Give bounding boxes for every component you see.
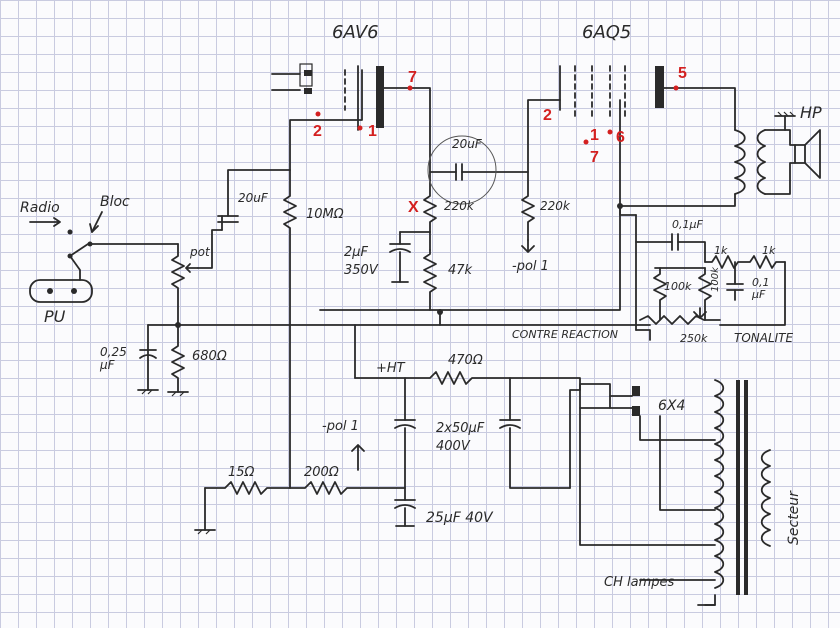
pu-socket xyxy=(29,279,93,303)
label-r-100k: 100k xyxy=(664,280,692,293)
power-transformer-primary xyxy=(760,449,771,547)
pin-6aq5-cathode-a: 1 xyxy=(590,127,599,144)
label-pu: PU xyxy=(44,307,66,326)
label-c-20uf-couple: 20uF xyxy=(452,137,483,151)
pin-6aq5-plate: 5 xyxy=(678,65,687,82)
pin-markers: 2 1 7 2 1 7 6 5 X xyxy=(313,65,687,216)
label-bloc: Bloc xyxy=(100,194,130,210)
resistor-220k-grid xyxy=(521,171,535,241)
label-r-1k-a: 1k xyxy=(714,244,728,257)
pin-6av6-grid: 2 xyxy=(313,123,322,140)
label-contre-reaction: CONTRE REACTION xyxy=(512,328,618,341)
resistor-10m xyxy=(283,169,297,326)
label-pol1-a: -pol 1 xyxy=(512,259,549,274)
label-r-100k-b: 100k xyxy=(710,266,721,292)
rectifier-6x4 xyxy=(579,383,611,409)
label-rectifier: 6X4 xyxy=(658,398,685,414)
resistor-470 xyxy=(354,371,581,391)
label-ch-lamps: CH lampes xyxy=(604,575,674,590)
pin-6av6-cathode: 1 xyxy=(368,123,377,140)
label-r-470: 470Ω xyxy=(448,353,483,368)
label-r-250k: 250k xyxy=(680,332,708,345)
label-hp: HP xyxy=(800,103,822,122)
power-transformer-secondary xyxy=(714,379,725,589)
label-pot: pot xyxy=(189,245,211,259)
component-labels: 6AV6 6AQ5 Radio Bloc PU pot 20uF 10MΩ 0,… xyxy=(20,22,822,590)
label-r-47k: 47k xyxy=(448,263,473,278)
resistor-680 xyxy=(171,324,185,393)
volume-pot xyxy=(171,243,185,326)
pin-6aq5-cathode-b: 7 xyxy=(590,149,599,166)
pin-6aq5-grid: 2 xyxy=(543,107,552,124)
label-c-01a: 0,1µF xyxy=(672,218,703,231)
label-c-2uf-v: 350V xyxy=(344,263,379,278)
label-c-2uf: 2µF xyxy=(344,245,369,260)
label-tonalite: TONALITE xyxy=(734,331,794,345)
output-transformer xyxy=(734,129,746,195)
label-radio: Radio xyxy=(20,200,60,216)
tube-6aq5 xyxy=(559,65,664,121)
label-c-20uf-in: 20uF xyxy=(238,191,269,205)
label-c-2x50: 2x50µF xyxy=(436,421,485,436)
label-r-200: 200Ω xyxy=(304,465,339,480)
pin-6av6-plate: 7 xyxy=(408,69,417,86)
label-r-220k-grid: 220k xyxy=(540,199,571,213)
label-c-2x50-v: 400V xyxy=(436,439,471,454)
tube-6aq5-label: 6AQ5 xyxy=(582,22,631,43)
label-r-10m: 10MΩ xyxy=(306,207,344,222)
label-c-25: 25µF 40V xyxy=(426,510,494,526)
label-r-1k-b: 1k xyxy=(762,244,776,257)
tube-6av6-label: 6AV6 xyxy=(332,22,379,43)
label-pol1-b: -pol 1 xyxy=(322,419,359,434)
resistor-47k xyxy=(423,249,437,311)
pin-6aq5-g2: 6 xyxy=(616,129,625,146)
label-r-220k-plate: 220k xyxy=(444,199,475,213)
wiring xyxy=(29,69,821,606)
resistor-220k-plate xyxy=(423,179,437,233)
mark-x: X xyxy=(408,199,419,216)
label-r-680: 680Ω xyxy=(192,349,227,364)
speaker-icon xyxy=(794,144,806,164)
label-r-15: 15Ω xyxy=(228,465,255,480)
label-ht: +HT xyxy=(376,361,406,376)
label-secteur: Secteur xyxy=(786,490,802,545)
